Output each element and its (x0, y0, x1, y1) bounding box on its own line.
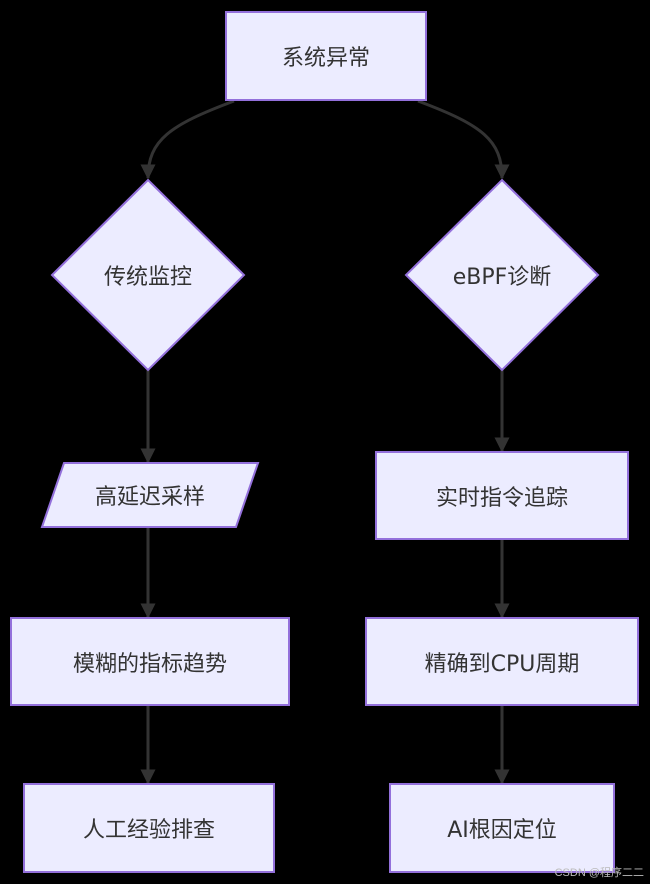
edge-anomaly-to-traditional (140, 99, 235, 180)
watermark: CSDN @程序二二 (554, 867, 644, 879)
node-ai-root-cause-box (389, 783, 615, 873)
node-traditional-diamond (50, 178, 246, 372)
node-high-latency-parallelogram (40, 462, 260, 528)
node-manual-box (23, 783, 275, 873)
node-cpu-cycle-box (365, 617, 639, 706)
edge-anomaly-to-ebpf (417, 99, 510, 180)
node-anomaly-box (225, 11, 427, 101)
node-realtime-trace-box (375, 451, 629, 540)
node-ebpf-diamond (404, 178, 600, 372)
node-fuzzy-metrics-box (10, 617, 290, 706)
